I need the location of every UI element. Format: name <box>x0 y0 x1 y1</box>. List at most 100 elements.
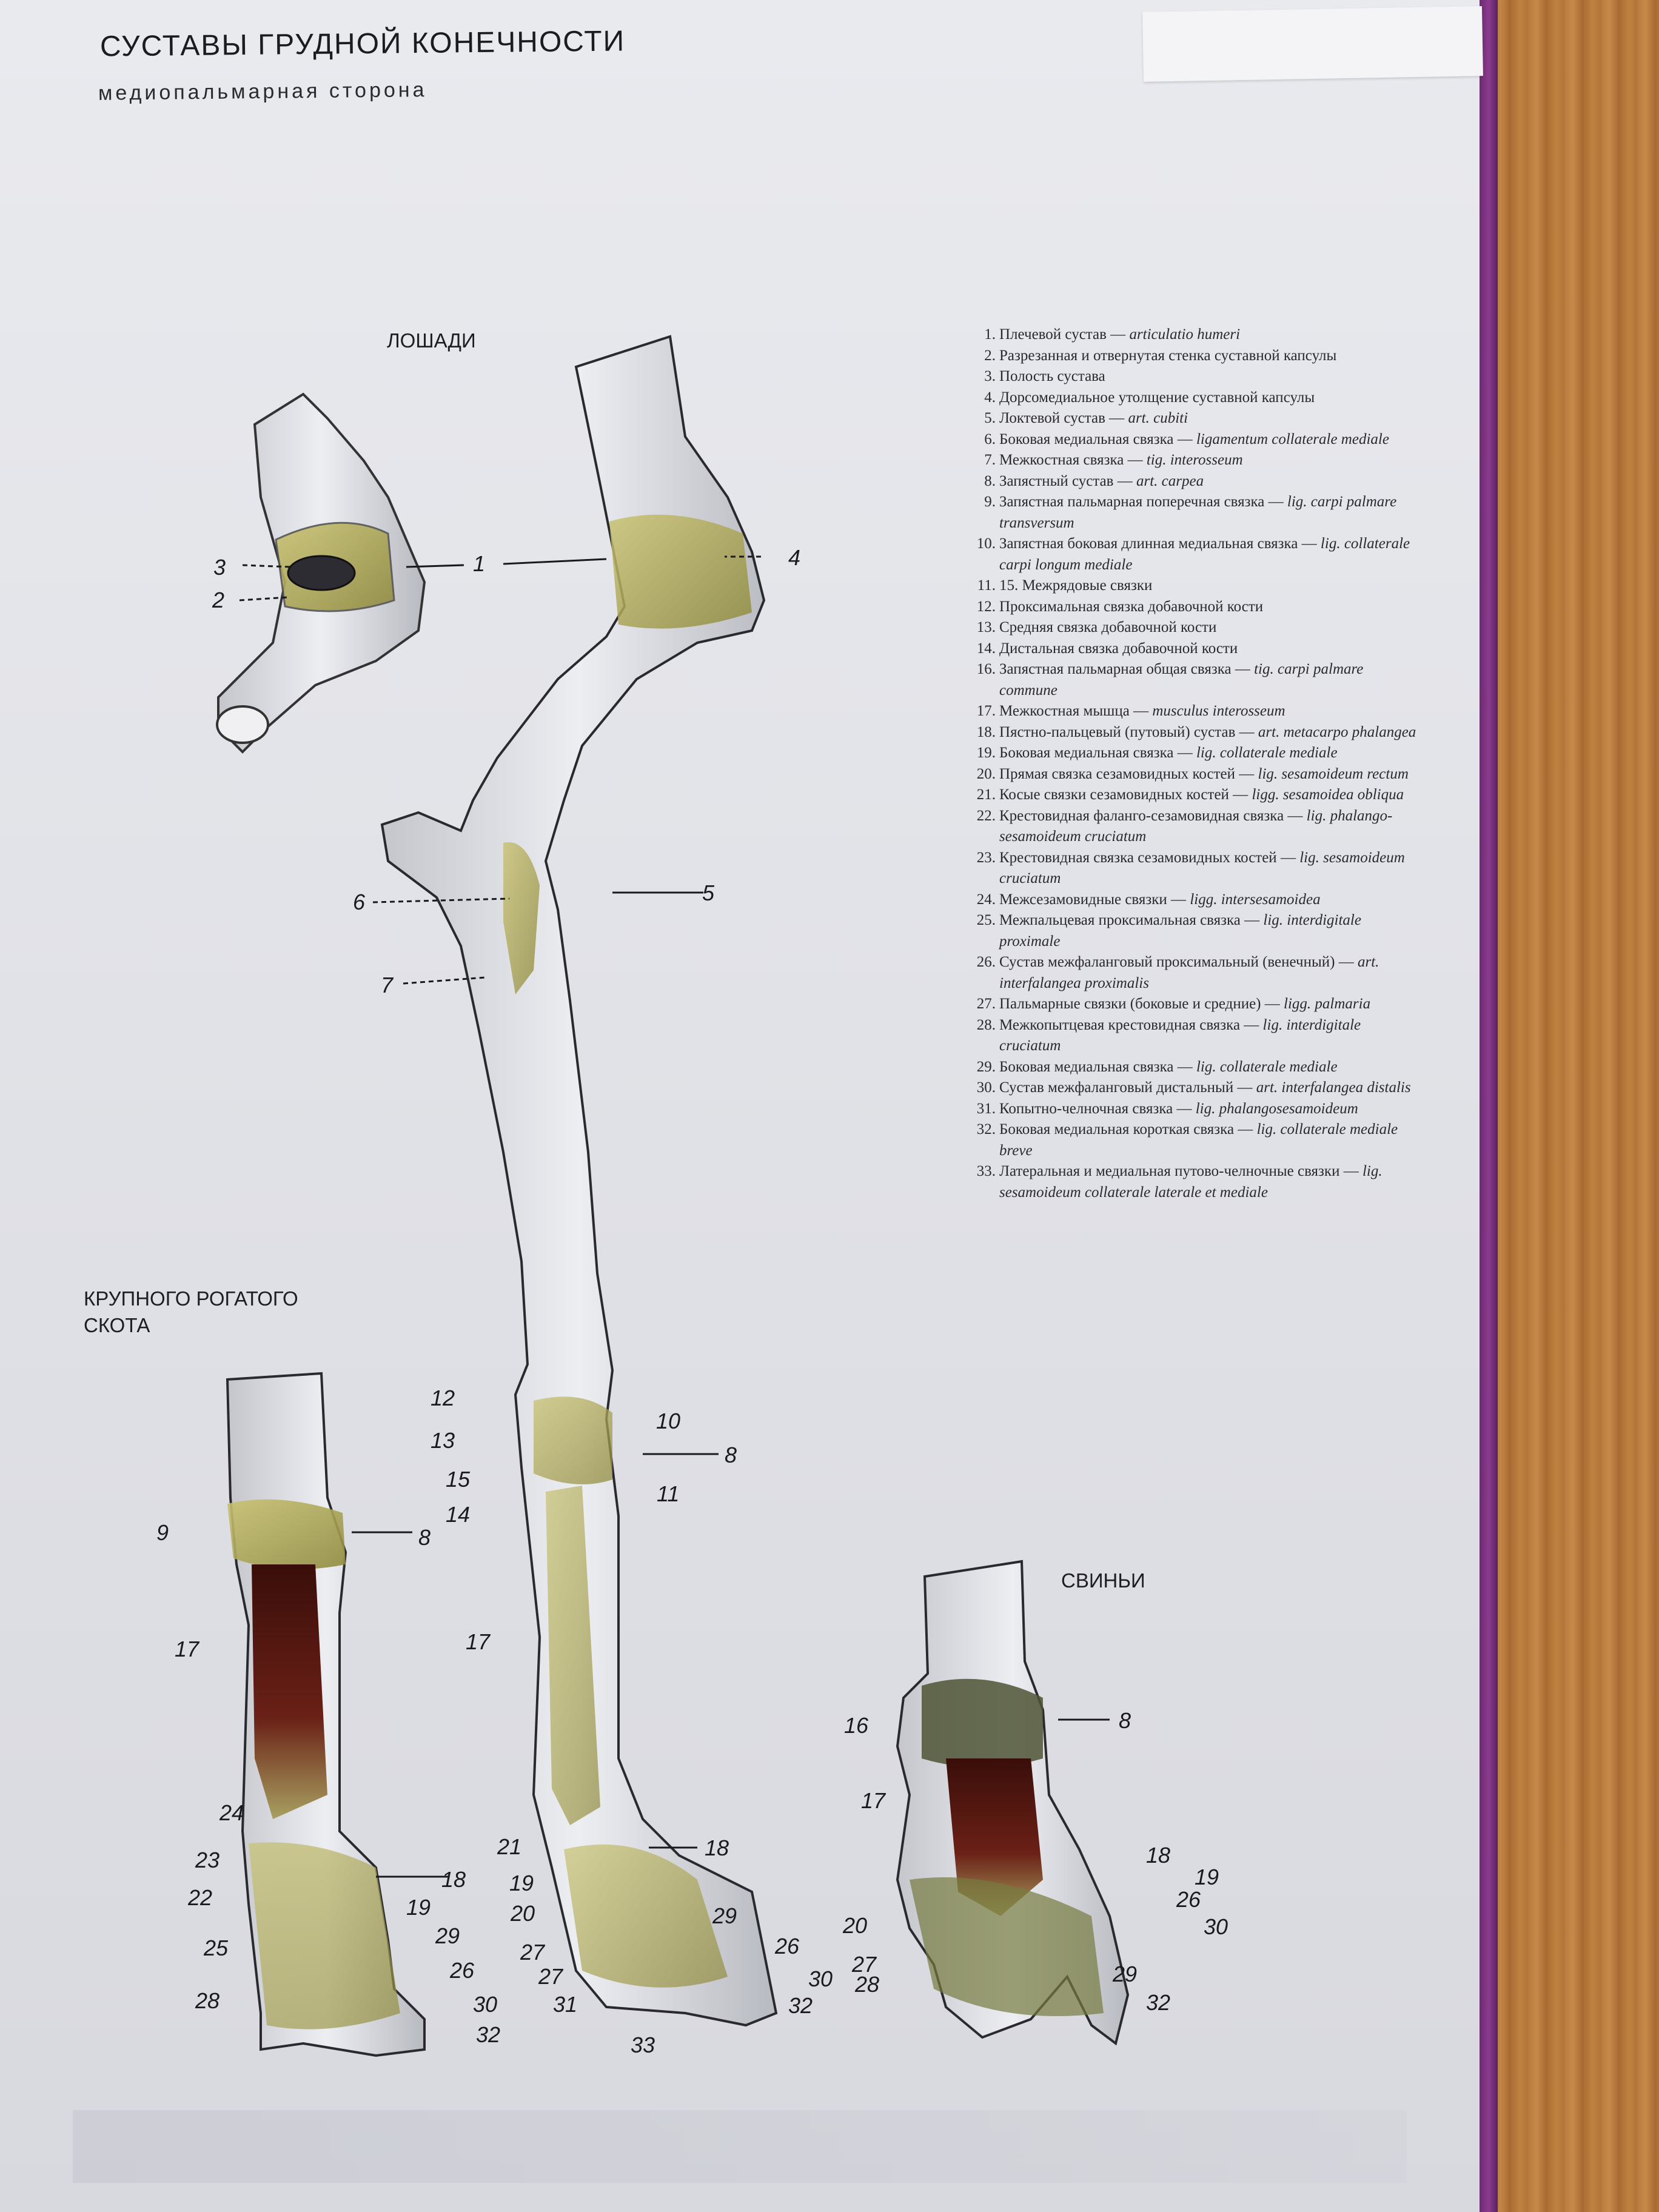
callout-9: 9 <box>156 1520 169 1545</box>
legend-text: 15. Межрядовые связки <box>999 577 1153 594</box>
legend-text: Полость сустава <box>999 368 1105 384</box>
horse-shoulder-detail <box>216 392 426 754</box>
callout-30-horse: 30 <box>808 1966 833 1991</box>
legend-item: 24.Межсезамовидные связки — ligg. inters… <box>970 890 1419 911</box>
callout-17-horse: 17 <box>466 1629 491 1654</box>
legend-number: 1. <box>984 326 996 343</box>
legend-number: 9. <box>984 494 996 510</box>
legend-text: Пальмарные связки (боковые и средние) — <box>999 996 1284 1012</box>
legend-text: Сустав межфаланговый проксимальный (вене… <box>999 954 1358 970</box>
legend-item: 5.Локтевой сустав — art. cubiti <box>970 408 1419 429</box>
callout-5: 5 <box>702 880 715 905</box>
legend-text: Копытно-челночная связка — <box>999 1100 1196 1117</box>
legend-text: Боковая медиальная связка — <box>999 745 1196 761</box>
legend-latin: ligamentum collaterale mediale <box>1196 431 1389 447</box>
legend-item: 28.Межкопытцевая крестовидная связка — l… <box>970 1015 1419 1057</box>
callout-29-horse: 29 <box>712 1903 737 1928</box>
callout-26-horse: 26 <box>774 1934 800 1959</box>
callout-6: 6 <box>353 890 366 914</box>
legend-text: Запястный сустав — <box>999 472 1136 489</box>
callout-15: 15 <box>446 1467 471 1492</box>
legend-text: Дистальная связка добавочной кости <box>999 640 1238 657</box>
legend-number: 26. <box>976 954 996 970</box>
callout-lines <box>239 555 1110 1878</box>
callout-28-cattle: 28 <box>195 1988 220 2013</box>
legend-item: 2.Разрезанная и отвернутая стенка сустав… <box>970 346 1419 367</box>
callout-27-horse-b: 27 <box>538 1964 564 1989</box>
callout-26-cattle: 26 <box>449 1958 475 1983</box>
legend-number: 6. <box>984 431 996 447</box>
legend-latin: art. metacarpo phalangea <box>1258 723 1416 740</box>
legend-number: 16. <box>976 661 996 677</box>
callout-18-cattle: 18 <box>441 1867 466 1892</box>
legend-number: 28. <box>976 1016 996 1033</box>
legend-latin: lig. interdigitale cruciatum <box>999 1016 1361 1054</box>
legend-item: 20.Прямая связка сезамовидных костей — l… <box>970 764 1419 785</box>
legend-text: Запястная пальмарная общая связка — <box>999 661 1255 677</box>
legend-number: 11. <box>977 577 996 594</box>
callout-32-cattle: 32 <box>476 2022 500 2047</box>
legend-latin: musculus interosseum <box>1152 703 1285 719</box>
callout-11: 11 <box>657 1481 679 1506</box>
legend-number: 20. <box>976 765 996 782</box>
legend-text: Межкостная связка — <box>999 452 1147 468</box>
callout-25: 25 <box>203 1936 229 1960</box>
callout-17-cattle: 17 <box>175 1637 200 1661</box>
legend-item: 26.Сустав межфаланговый проксимальный (в… <box>970 952 1419 994</box>
legend-text: Межпальцевая проксимальная связка — <box>999 912 1264 928</box>
section-label-horse: ЛОШАДИ <box>387 329 476 352</box>
legend-number: 22. <box>976 807 996 824</box>
legend-latin: lig. interdigitale proximale <box>999 912 1361 950</box>
legend-text: Пястно-пальцевый (путовый) сустав — <box>999 723 1258 740</box>
callout-13: 13 <box>431 1428 455 1453</box>
legend-number: 14. <box>976 640 996 657</box>
legend-latin: ligg. sesamoidea obliqua <box>1252 786 1404 803</box>
legend-item: 17.Межкостная мышца — musculus interosse… <box>970 701 1419 722</box>
legend-latin: ligg. palmaria <box>1284 996 1371 1012</box>
callout-8-horse: 8 <box>725 1443 737 1467</box>
legend-text: Боковая медиальная связка — <box>999 1058 1196 1075</box>
legend-number: 19. <box>976 745 996 761</box>
legend-text: Межкостная мышца — <box>999 703 1153 719</box>
callout-26-pig: 26 <box>1176 1887 1201 1912</box>
legend-number: 17. <box>976 703 996 719</box>
legend-item: 14.Дистальная связка добавочной кости <box>970 638 1419 660</box>
callout-28-pig: 28 <box>854 1972 879 1997</box>
legend-number: 3. <box>984 368 996 384</box>
legend-text: Разрезанная и отвернутая стенка суставно… <box>999 347 1337 364</box>
legend-text: Крестовидная фаланго-сезамовидная связка… <box>999 807 1307 824</box>
legend-latin: lig. collaterale mediale <box>1196 745 1338 761</box>
callout-19-pig: 19 <box>1195 1865 1219 1889</box>
callout-23: 23 <box>195 1848 220 1872</box>
callout-19-cattle: 19 <box>406 1895 431 1920</box>
legend-number: 8. <box>984 472 996 489</box>
bleed-through-text-area <box>73 2110 1407 2183</box>
callout-33: 33 <box>631 2033 655 2057</box>
callout-10: 10 <box>656 1409 680 1433</box>
legend-item: 8.Запястный сустав — art. carpea <box>970 471 1419 492</box>
poster-edge-strip <box>1480 0 1498 2212</box>
legend-text: Запястная пальмарная поперечная связка — <box>999 494 1287 510</box>
legend-text: Межсезамовидные связки — <box>999 891 1190 908</box>
legend-latin: lig. collaterale mediale breve <box>999 1121 1398 1159</box>
cattle-limb <box>226 1372 426 2057</box>
callout-16: 16 <box>844 1713 869 1738</box>
legend-text: Локтевой сустав — <box>999 410 1128 426</box>
callout-30-pig: 30 <box>1204 1914 1228 1939</box>
callout-8-cattle: 8 <box>418 1525 431 1550</box>
legend-number: 10. <box>976 535 996 552</box>
callout-32-pig: 32 <box>1146 1990 1170 2015</box>
section-label-cattle: КРУПНОГО РОГАТОГО СКОТА <box>84 1287 298 1336</box>
legend-item: 22.Крестовидная фаланго-сезамовидная свя… <box>970 806 1419 848</box>
legend-number: 27. <box>976 996 996 1012</box>
callout-labels: 3 2 1 4 6 5 7 12 10 13 8 15 11 14 17 21 … <box>156 545 1228 2057</box>
pig-limb <box>896 1560 1130 2046</box>
legend-number: 7. <box>984 452 996 468</box>
callout-17-pig: 17 <box>861 1788 886 1813</box>
callout-7: 7 <box>381 973 394 997</box>
legend-text: Дорсомедиальное утолщение суставной капс… <box>999 389 1315 406</box>
callout-32-horse: 32 <box>788 1993 813 2018</box>
callout-20-horse: 20 <box>510 1901 535 1926</box>
callout-4: 4 <box>788 545 800 570</box>
